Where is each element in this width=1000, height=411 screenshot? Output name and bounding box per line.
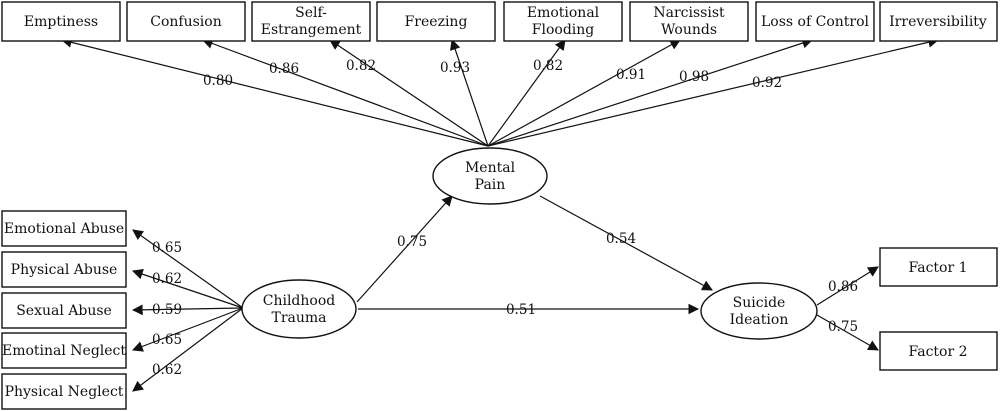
latent-mental-pain: Mental Pain — [432, 147, 548, 205]
edge-trauma-physical-neglect — [132, 307, 244, 392]
edge-pain-freezing — [450, 38, 489, 147]
edge-pain-narcissist-wounds — [487, 39, 681, 147]
indicator-label-line-1: Emotional — [527, 5, 600, 21]
loading-factor-2: 0.75 — [828, 319, 858, 335]
indicator-confusion: Confusion — [126, 1, 246, 42]
edge-pain-emotional-flooding — [487, 39, 566, 147]
edge-pain-irreversibility — [487, 36, 940, 147]
indicator-self-estrangement: Self- Estrangement — [251, 1, 371, 42]
edge-pain-loss-of-control — [487, 37, 814, 147]
indicator-label: Loss of Control — [761, 14, 870, 30]
latent-label-line-1: Mental — [465, 160, 516, 176]
indicator-label: Physical Abuse — [11, 262, 118, 278]
indicator-freezing: Freezing — [376, 1, 496, 42]
loading-confusion: 0.86 — [269, 61, 299, 77]
loading-emotinal-neglect: 0.65 — [152, 332, 182, 348]
latent-label-line-1: Suicide — [733, 295, 786, 311]
indicator-label: Physical Neglect — [5, 384, 124, 400]
indicator-label-line-2: Wounds — [661, 22, 717, 38]
latent-childhood-trauma: Childhood Trauma — [241, 279, 357, 339]
loading-emotional-abuse: 0.65 — [152, 240, 182, 256]
indicator-loss-of-control: Loss of Control — [755, 1, 875, 42]
indicator-label: Emptiness — [24, 14, 98, 30]
indicator-emotional-flooding: Emotional Flooding — [503, 1, 623, 42]
indicator-physical-abuse: Physical Abuse — [1, 251, 127, 288]
indicator-emotional-abuse: Emotional Abuse — [1, 210, 127, 247]
ideation-indicator-boxes: Factor 1 Factor 2 — [879, 247, 998, 371]
indicator-label: Emotinal Neglect — [2, 343, 126, 359]
path-trauma-to-pain: 0.75 — [397, 234, 427, 250]
latent-label-line-2: Trauma — [271, 310, 326, 326]
indicator-emptiness: Emptiness — [1, 1, 121, 42]
indicator-factor-2: Factor 2 — [879, 331, 998, 371]
indicator-label: Confusion — [150, 14, 221, 30]
edge-pain-to-ideation — [539, 195, 713, 291]
edge-trauma-physical-abuse — [131, 268, 244, 309]
latent-label-line-1: Childhood — [263, 293, 336, 309]
indicator-physical-neglect: Physical Neglect — [1, 373, 127, 410]
edge-ideation-factor-1 — [816, 266, 879, 306]
edges — [60, 36, 940, 392]
loading-self-estrangement: 0.82 — [346, 58, 376, 74]
latent-label-line-2: Pain — [475, 177, 506, 193]
trauma-indicator-boxes: Emotional Abuse Physical Abuse Sexual Ab… — [1, 210, 127, 410]
indicator-label-line-1: Narcissist — [653, 5, 725, 21]
indicator-label: Factor 1 — [908, 260, 967, 276]
loading-factor-1: 0.86 — [828, 279, 858, 295]
edge-pain-self-estrangement — [329, 39, 489, 147]
loading-irreversibility: 0.92 — [752, 75, 782, 91]
loading-physical-neglect: 0.62 — [152, 362, 182, 378]
indicator-label: Factor 2 — [908, 344, 967, 360]
latent-label-line-2: Ideation — [730, 312, 789, 328]
latent-suicide-ideation: Suicide Ideation — [700, 282, 818, 340]
path-pain-to-ideation: 0.54 — [606, 231, 636, 247]
indicator-label: Irreversibility — [889, 14, 987, 30]
mental-pain-indicator-boxes: Emptiness Confusion Self- Estrangement F… — [1, 1, 998, 42]
edge-trauma-emotional-abuse — [132, 229, 244, 309]
indicator-label: Emotional Abuse — [4, 221, 124, 237]
indicator-label: Freezing — [405, 14, 468, 30]
loading-narcissist-wounds: 0.91 — [616, 67, 646, 83]
edge-trauma-to-pain — [356, 195, 453, 303]
indicator-label-line-1: Self- — [295, 5, 327, 21]
edge-pain-confusion — [201, 38, 489, 147]
loading-emptiness: 0.80 — [203, 73, 233, 89]
mental-pain-loadings: 0.80 0.86 0.82 0.93 0.82 0.91 0.98 0.92 — [203, 58, 782, 91]
loading-emotional-flooding: 0.82 — [533, 58, 563, 74]
indicator-factor-1: Factor 1 — [879, 247, 998, 287]
indicator-narcissist-wounds: Narcissist Wounds — [629, 1, 749, 42]
loading-physical-abuse: 0.62 — [152, 271, 182, 287]
indicator-sexual-abuse: Sexual Abuse — [1, 292, 127, 329]
indicator-emotinal-neglect: Emotinal Neglect — [1, 332, 127, 369]
edge-ideation-factor-2 — [816, 314, 879, 351]
indicator-label: Sexual Abuse — [16, 303, 112, 319]
edge-pain-emptiness — [60, 37, 489, 147]
path-trauma-to-ideation: 0.51 — [506, 302, 536, 318]
trauma-loadings: 0.65 0.62 0.59 0.65 0.62 — [152, 240, 182, 378]
indicator-label-line-2: Flooding — [532, 22, 595, 38]
edge-trauma-sexual-abuse — [131, 304, 244, 316]
loading-sexual-abuse: 0.59 — [152, 302, 182, 318]
indicator-irreversibility: Irreversibility — [879, 1, 998, 42]
indicator-label-line-2: Estrangement — [261, 22, 362, 38]
loading-loss-of-control: 0.98 — [679, 69, 709, 85]
edge-trauma-emotinal-neglect — [131, 307, 244, 352]
loading-freezing: 0.93 — [440, 60, 470, 76]
